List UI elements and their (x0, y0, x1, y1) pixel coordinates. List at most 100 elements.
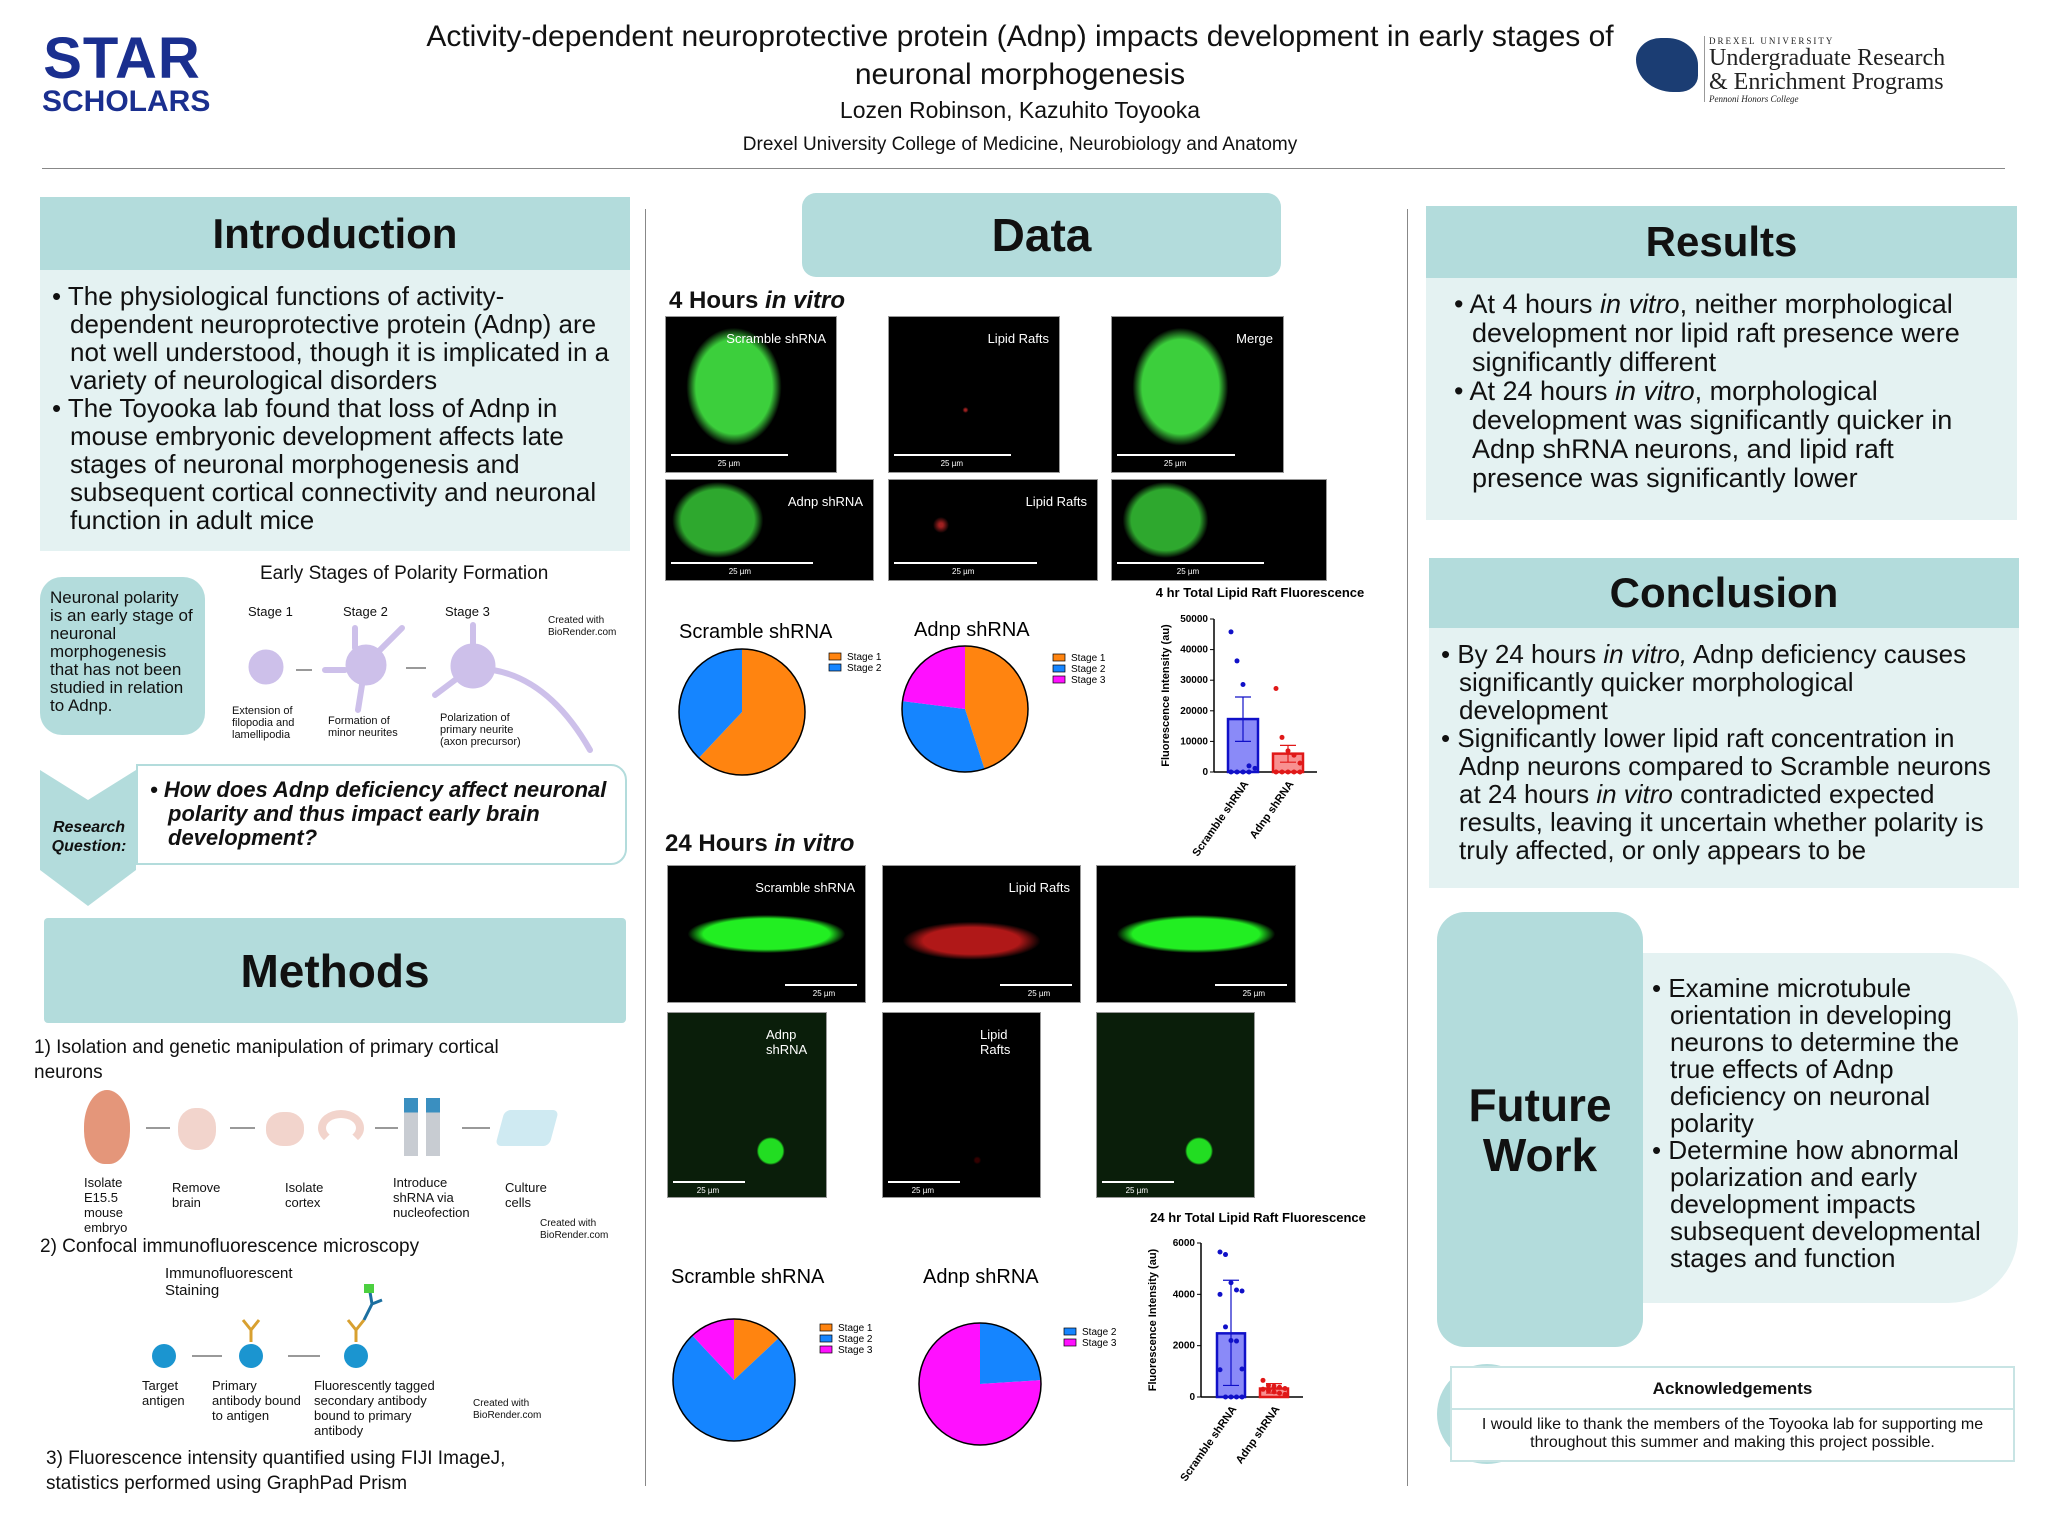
methods-header: Methods (44, 918, 626, 1023)
data-point (1228, 629, 1234, 635)
data-point (1223, 1394, 1228, 1400)
micrograph-label: Scramble shRNA (755, 880, 855, 895)
legend-label: Stage 2 (847, 663, 882, 674)
y-tick-label: 50000 (1180, 614, 1208, 625)
data-point (1260, 1386, 1266, 1392)
legend-swatch (819, 1334, 833, 1343)
x-tick-label: Adnp shRNA (1248, 779, 1297, 841)
micrograph: 25 µm (1111, 479, 1327, 581)
antigen-antibody-icon (239, 1344, 263, 1368)
pie-slice-stage-3 (692, 1319, 734, 1380)
research-question-label: Research Question: (51, 819, 127, 855)
data-point (1217, 1367, 1223, 1373)
scale-bar (1102, 1181, 1174, 1183)
data-point (1234, 1338, 1239, 1344)
scale-bar-label: 25 µm (911, 1186, 935, 1195)
scale-bar (671, 562, 814, 564)
legend-label: Stage 1 (847, 652, 882, 663)
data-point (1285, 748, 1291, 754)
scale-bar (671, 454, 788, 456)
future-work-header: Future Work (1437, 912, 1643, 1347)
micrograph-label: Merge (1236, 331, 1273, 346)
pie-slice-stage-2 (980, 1323, 1041, 1384)
data-point (1291, 769, 1297, 775)
data-point (1277, 1384, 1282, 1390)
pie-slice-stage-3 (919, 1323, 1041, 1445)
antigen-secondary-antibody-icon (344, 1344, 368, 1368)
legend-swatch (1063, 1338, 1077, 1347)
legend-label: Stage 1 (1071, 653, 1106, 664)
cortex-icon (266, 1112, 304, 1146)
pie-slice-stage-2 (679, 649, 742, 758)
results-header: Results (1426, 206, 2017, 278)
error-bar (1223, 1279, 1239, 1387)
data-point (1240, 769, 1246, 775)
legend-label: Stage 3 (1082, 1338, 1117, 1349)
y-tick-label: 10000 (1180, 736, 1208, 747)
y-tick-label: 40000 (1180, 645, 1208, 656)
micrograph: Lipid Rafts 25 µm (882, 1012, 1041, 1198)
y-tick-label: 2000 (1173, 1341, 1196, 1352)
methods-step1: 1) Isolation and genetic manipulation of… (34, 1037, 499, 1083)
micrograph-label: Scramble shRNA (726, 331, 826, 346)
data-point (1260, 1377, 1266, 1383)
scale-bar-label: 25 µm (696, 1186, 720, 1195)
micrograph: 25 µm (1096, 1012, 1255, 1198)
scale-bar-label: 25 µm (728, 567, 752, 576)
column-divider (645, 209, 646, 1486)
pie-outline (901, 645, 1029, 773)
data-point (1279, 769, 1285, 775)
scale-bar-label: 25 µm (1163, 459, 1187, 468)
data-point (1223, 1252, 1228, 1258)
scale-bar-label: 25 µm (717, 459, 740, 468)
methods-step2-figure: Immunofluorescent Staining Target antige… (142, 1265, 542, 1438)
micrograph: Merge 25 µm (1111, 316, 1284, 473)
h24-label: 24 Hours in vitro (665, 830, 855, 857)
pie-title: Scramble shRNA (671, 1266, 825, 1288)
pie-slice-stage-3 (902, 646, 965, 709)
pie-slice-stage-1 (734, 1319, 779, 1380)
methods-step1-figure: Isolate E15.5 mouse embryo Remove brain … (80, 1090, 640, 1241)
data-point (1279, 734, 1285, 740)
legend-swatch (828, 652, 842, 661)
legend-swatch (819, 1345, 833, 1354)
star-scholars-logo: STAR SCHOLARS (42, 26, 211, 118)
y-tick-label: 6000 (1173, 1238, 1196, 1249)
legend-swatch (828, 663, 842, 672)
x-tick-label: Adnp shRNA (1234, 1404, 1283, 1466)
error-bar (1235, 696, 1251, 742)
cortex-slice-icon (318, 1110, 364, 1146)
data-point (1234, 1287, 1239, 1293)
pie-slice-stage-2 (902, 701, 985, 773)
data-point (1246, 769, 1252, 775)
data-point (1282, 1386, 1288, 1392)
data-point (1273, 685, 1279, 691)
column-divider (1407, 209, 1408, 1486)
data-point (1271, 1383, 1277, 1389)
scale-bar-label: 25 µm (1242, 989, 1265, 998)
data-point (1228, 1280, 1234, 1286)
scale-bar (1000, 984, 1072, 986)
data-point (1223, 1324, 1228, 1330)
micrograph-label: Lipid Rafts (980, 1027, 1011, 1057)
scale-bar (1215, 984, 1287, 986)
data-point (1271, 1389, 1277, 1395)
scale-bar (1117, 454, 1235, 456)
data-point (1291, 752, 1297, 758)
micrograph-label: Adnp shRNA (787, 494, 863, 509)
legend-label: Stage 2 (1082, 1327, 1117, 1338)
scale-bar (1117, 562, 1264, 564)
research-question-chevron (40, 770, 136, 906)
conclusion-header: Conclusion (1429, 558, 2019, 628)
conclusion-body: By 24 hours in vitro, Adnp deficiency ca… (1429, 628, 2019, 888)
x-tick-label: Scramble shRNA (1190, 779, 1251, 859)
header-divider (42, 168, 2005, 169)
ack-box: Acknowledgements I would like to thank t… (1450, 1366, 2015, 1462)
pie-title: Adnp shRNA (923, 1266, 1039, 1288)
data-point (1252, 765, 1258, 771)
pie-outline (672, 1318, 796, 1442)
